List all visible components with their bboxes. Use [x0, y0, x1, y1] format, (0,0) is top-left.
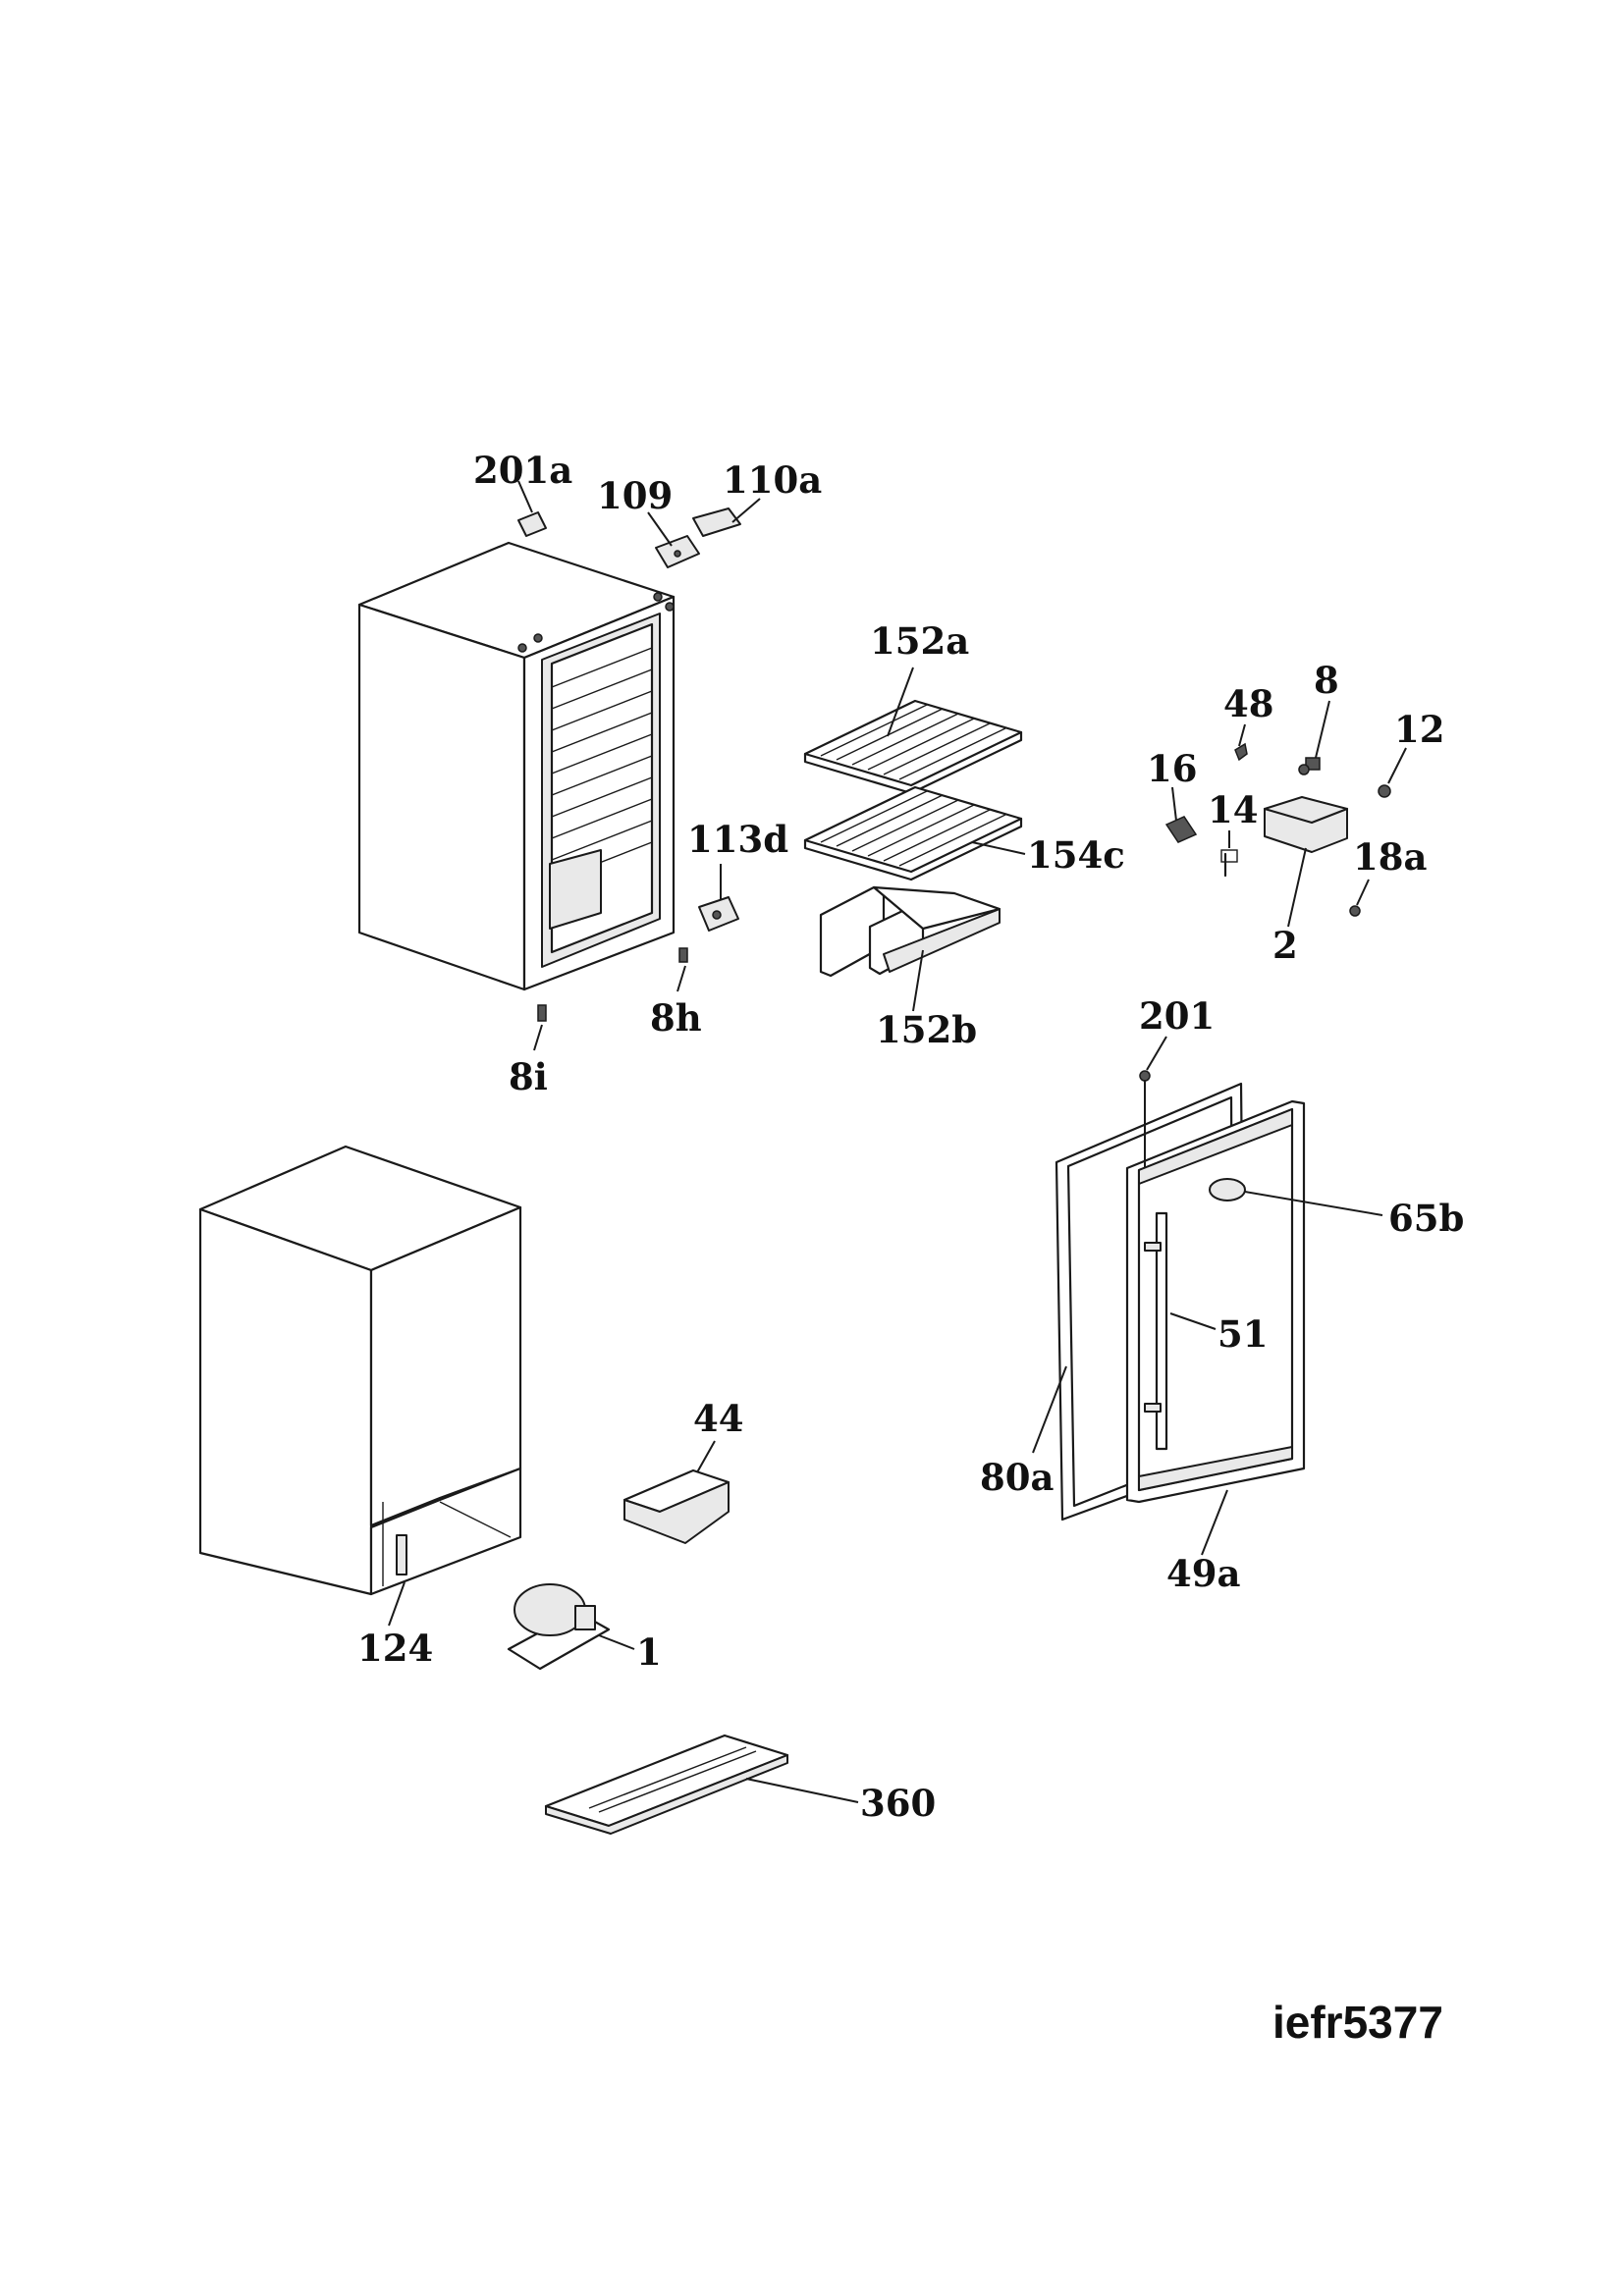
cabinet-outer-shell: 124: [198, 1145, 522, 1670]
part-109-hinge: 109: [597, 474, 700, 568]
label-8h: 8h: [650, 996, 702, 1040]
part-113d-hinge: 113d: [687, 818, 788, 932]
label-12: 12: [1394, 708, 1445, 751]
label-360: 360: [860, 1782, 936, 1825]
label-8: 8: [1314, 659, 1339, 702]
label-2: 2: [1272, 924, 1298, 967]
part-48: 48: [1223, 682, 1274, 762]
label-152b: 152b: [876, 1008, 977, 1051]
label-201: 201: [1139, 994, 1215, 1038]
part-152b-drawer: 152b: [819, 885, 1001, 1051]
label-8i: 8i: [509, 1055, 548, 1098]
label-124: 124: [357, 1627, 433, 1670]
part-18a: 18a: [1349, 835, 1427, 917]
part-2-thermostat-housing: 2: [1263, 796, 1349, 967]
label-109: 109: [597, 474, 673, 517]
part-12: 12: [1378, 708, 1445, 798]
label-154c: 154c: [1027, 833, 1125, 877]
label-65b: 65b: [1388, 1197, 1464, 1240]
part-201a: 201a: [473, 449, 572, 537]
part-8i-foot: 8i: [509, 1004, 548, 1098]
label-51: 51: [1217, 1312, 1269, 1356]
part-8h-foot: 8h: [650, 947, 702, 1040]
part-360-base-plate: 360: [544, 1734, 936, 1835]
label-110a: 110a: [723, 458, 822, 502]
part-110a-hinge-cover: 110a: [692, 458, 822, 537]
part-1-compressor: 1: [507, 1583, 662, 1674]
label-152a: 152a: [870, 619, 969, 663]
label-44: 44: [693, 1397, 744, 1440]
part-152a-shelf: 152a: [803, 619, 1023, 795]
label-49a: 49a: [1166, 1552, 1240, 1595]
label-18a: 18a: [1353, 835, 1427, 879]
label-48: 48: [1223, 682, 1274, 725]
label-113d: 113d: [687, 818, 788, 861]
part-14: 14: [1208, 788, 1259, 878]
label-1: 1: [636, 1630, 662, 1674]
part-44-drip-tray: 44: [622, 1397, 744, 1544]
label-80a: 80a: [980, 1456, 1054, 1499]
part-154c-shelf: 154c: [803, 785, 1125, 881]
cabinet-liner: [357, 541, 676, 991]
door-assembly: 80a 49a 201 65b 51: [980, 994, 1464, 1595]
label-201a: 201a: [473, 449, 572, 492]
label-14: 14: [1208, 788, 1259, 831]
label-16: 16: [1147, 747, 1198, 790]
diagram-code: iefr5377: [1272, 1997, 1443, 2048]
part-8-knob: 8: [1298, 659, 1339, 775]
part-16: 16: [1147, 747, 1198, 843]
